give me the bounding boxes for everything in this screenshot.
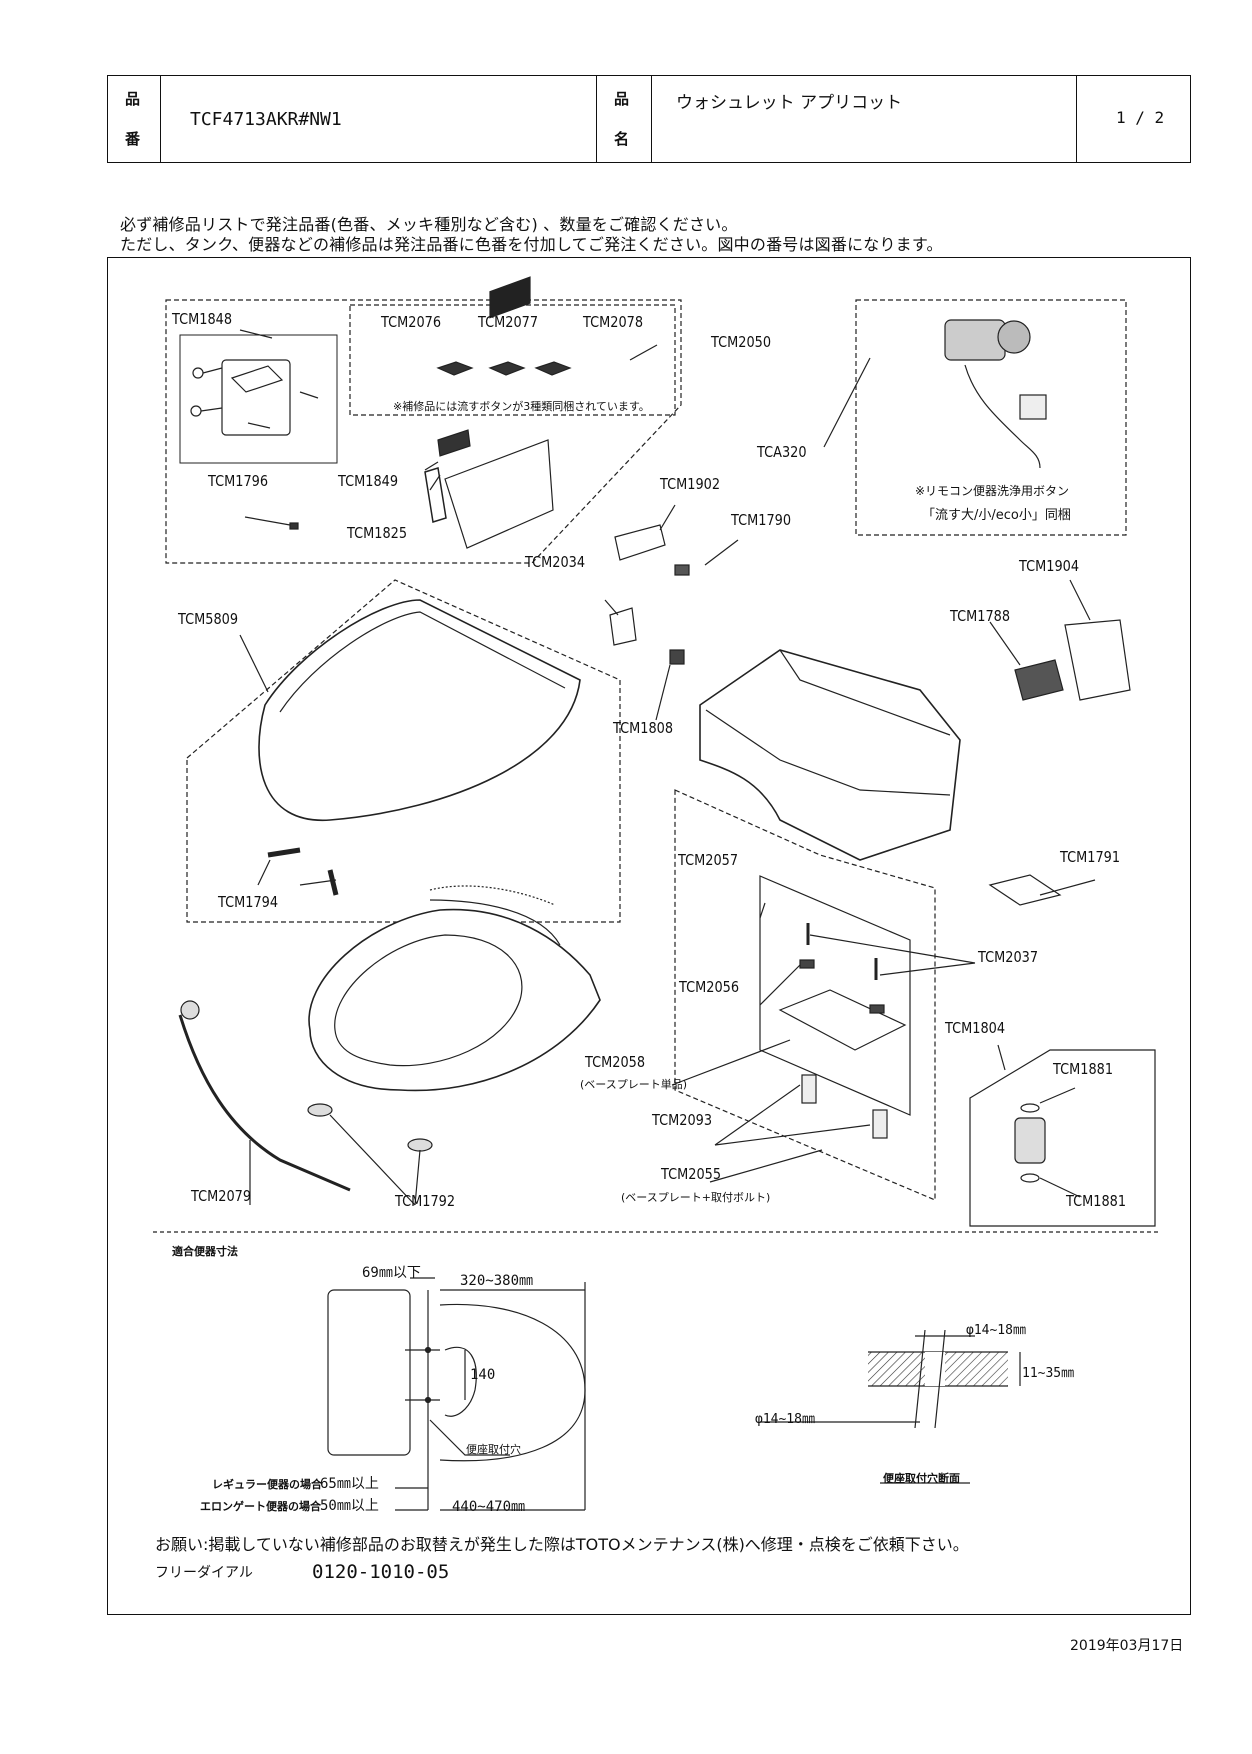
toilet-lid-part	[258, 599, 581, 821]
order-note-line-1: 必ず補修品リストで発注品番(色番、メッキ種別など含む) 、数量をご確認ください。	[120, 215, 738, 234]
label-tcm2055: TCM2055	[661, 1165, 722, 1183]
seat-bumper-left	[307, 1103, 333, 1117]
label-tcm2093: TCM2093	[652, 1111, 713, 1129]
base-plate-group-outline	[674, 789, 936, 1201]
order-note-line-2: ただし、タンク、便器などの補修品は発注品番に色番を付加してご発注ください。図中の…	[120, 235, 943, 254]
page-number: 1 / 2	[1116, 108, 1165, 127]
remote-note-2: 「流す大/小/eco小」同梱	[922, 508, 1071, 523]
product-name: ウォシュレット アプリコット	[676, 93, 903, 113]
water-fitting-part	[1014, 1117, 1046, 1164]
dim-140: 140	[470, 1367, 496, 1383]
part-number-label-top: 品	[125, 90, 141, 108]
part-number-label-bottom: 番	[125, 130, 141, 148]
label-tcm1788: TCM1788	[950, 607, 1011, 625]
product-name-label-bottom: 名	[614, 130, 630, 148]
label-tcm2076: TCM2076	[381, 313, 442, 331]
main-body-unit	[699, 649, 961, 861]
fitting-group-outline	[969, 1049, 1156, 1227]
issue-date: 2019年03月17日	[1070, 1638, 1184, 1654]
regular-bowl-value: 65㎜以上	[320, 1476, 379, 1492]
cover-part-1904	[1064, 619, 1131, 701]
tcm2055-note: (ベースプレート+取付ボルト)	[621, 1191, 771, 1204]
button-note: ※補修品には流すボタンが3種類同梱されています。	[393, 400, 650, 413]
filter-part-1788	[1014, 659, 1064, 701]
exploded-diagram-frame	[107, 257, 1191, 1615]
small-pad-part	[289, 522, 299, 530]
lid-bumpers-part	[267, 847, 339, 896]
hinge-part-2034	[609, 607, 637, 646]
wall-bracket-part	[190, 359, 319, 436]
label-tcm1808: TCM1808	[613, 719, 674, 737]
label-tca320: TCA320	[757, 443, 807, 461]
seat-bumper-right	[407, 1138, 433, 1152]
label-tcm1881-bottom: TCM1881	[1066, 1192, 1127, 1210]
base-plate-part	[778, 989, 907, 1051]
repair-request-note: お願い:掲載していない補修部品のお取替えが発生した際はTOTOメンテナンス(株)…	[155, 1535, 969, 1554]
label-tcm2050: TCM2050	[711, 333, 772, 351]
dim-69: 69㎜以下	[362, 1265, 421, 1281]
label-tcm1904: TCM1904	[1019, 557, 1080, 575]
label-tcm2077: TCM2077	[478, 313, 539, 331]
screw-part-1790	[674, 564, 690, 576]
supply-hose-part	[178, 1014, 351, 1192]
valve-box	[855, 299, 1127, 536]
bowl-outline-dim	[439, 1303, 586, 1462]
label-tcm1796: TCM1796	[208, 472, 269, 490]
solenoid-valve-part	[944, 319, 1047, 469]
dim-320-380: 320~380㎜	[460, 1273, 534, 1289]
tcm2058-note: (ベースプレート単品)	[580, 1078, 688, 1091]
remote-control-part	[424, 276, 554, 549]
label-tcm2034: TCM2034	[525, 553, 586, 571]
elongated-bowl-value: 50㎜以上	[320, 1498, 379, 1514]
remote-group-outline	[165, 299, 682, 564]
part-number: TCF4713AKR#NW1	[190, 109, 342, 130]
remote-note-1: ※リモコン便器洗浄用ボタン	[915, 484, 1070, 498]
base-plate-inner-box	[759, 875, 911, 1116]
dim-440-470: 440~470㎜	[452, 1499, 526, 1515]
part-header-table: 品 番 TCF4713AKR#NW1 品 名 ウォシュレット アプリコット 1 …	[107, 75, 1191, 163]
label-tcm1794: TCM1794	[218, 893, 279, 911]
mount-hole-label: 便座取付穴	[466, 1443, 521, 1456]
lid-group-outline	[186, 579, 621, 923]
toilet-seat-part	[308, 908, 601, 1092]
label-tcm1881-top: TCM1881	[1053, 1060, 1114, 1078]
label-tcm2058: TCM2058	[585, 1053, 646, 1071]
product-name-label-top: 品	[614, 90, 630, 108]
regular-bowl-label: レギュラー便器の場合	[212, 1478, 322, 1491]
label-tcm1790: TCM1790	[731, 511, 792, 529]
dimensions-title: 適合便器寸法	[172, 1245, 238, 1258]
label-tcm1792: TCM1792	[395, 1192, 456, 1210]
freedial-number: 0120-1010-05	[312, 1561, 450, 1583]
flush-buttons-part	[436, 361, 572, 376]
label-tcm2037: TCM2037	[978, 948, 1039, 966]
label-tcm5809: TCM5809	[178, 610, 239, 628]
plate-part-1791	[988, 874, 1062, 906]
dim-hole-diameter-left: φ14~18㎜	[755, 1412, 815, 1427]
label-tcm1825: TCM1825	[347, 524, 408, 542]
elongated-bowl-label: エロンゲート便器の場合	[200, 1500, 321, 1513]
label-tcm1848: TCM1848	[172, 310, 233, 328]
freedial-label: フリーダイアル	[155, 1565, 253, 1581]
section-label: 便座取付穴断面	[883, 1472, 960, 1485]
label-tcm1791: TCM1791	[1060, 848, 1121, 866]
label-tcm1849: TCM1849	[338, 472, 399, 490]
bracket-part-1808	[669, 649, 685, 665]
cover-clip-part	[614, 524, 666, 561]
label-tcm2057: TCM2057	[678, 851, 739, 869]
tank-outline-dim	[327, 1289, 411, 1456]
label-tcm2078: TCM2078	[583, 313, 644, 331]
label-tcm2056: TCM2056	[679, 978, 740, 996]
label-tcm1804: TCM1804	[945, 1019, 1006, 1037]
dim-hole-diameter-top: φ14~18㎜	[966, 1323, 1026, 1338]
label-tcm2079: TCM2079	[191, 1187, 252, 1205]
label-tcm1902: TCM1902	[660, 475, 721, 493]
dim-thickness: 11~35㎜	[1022, 1366, 1075, 1381]
